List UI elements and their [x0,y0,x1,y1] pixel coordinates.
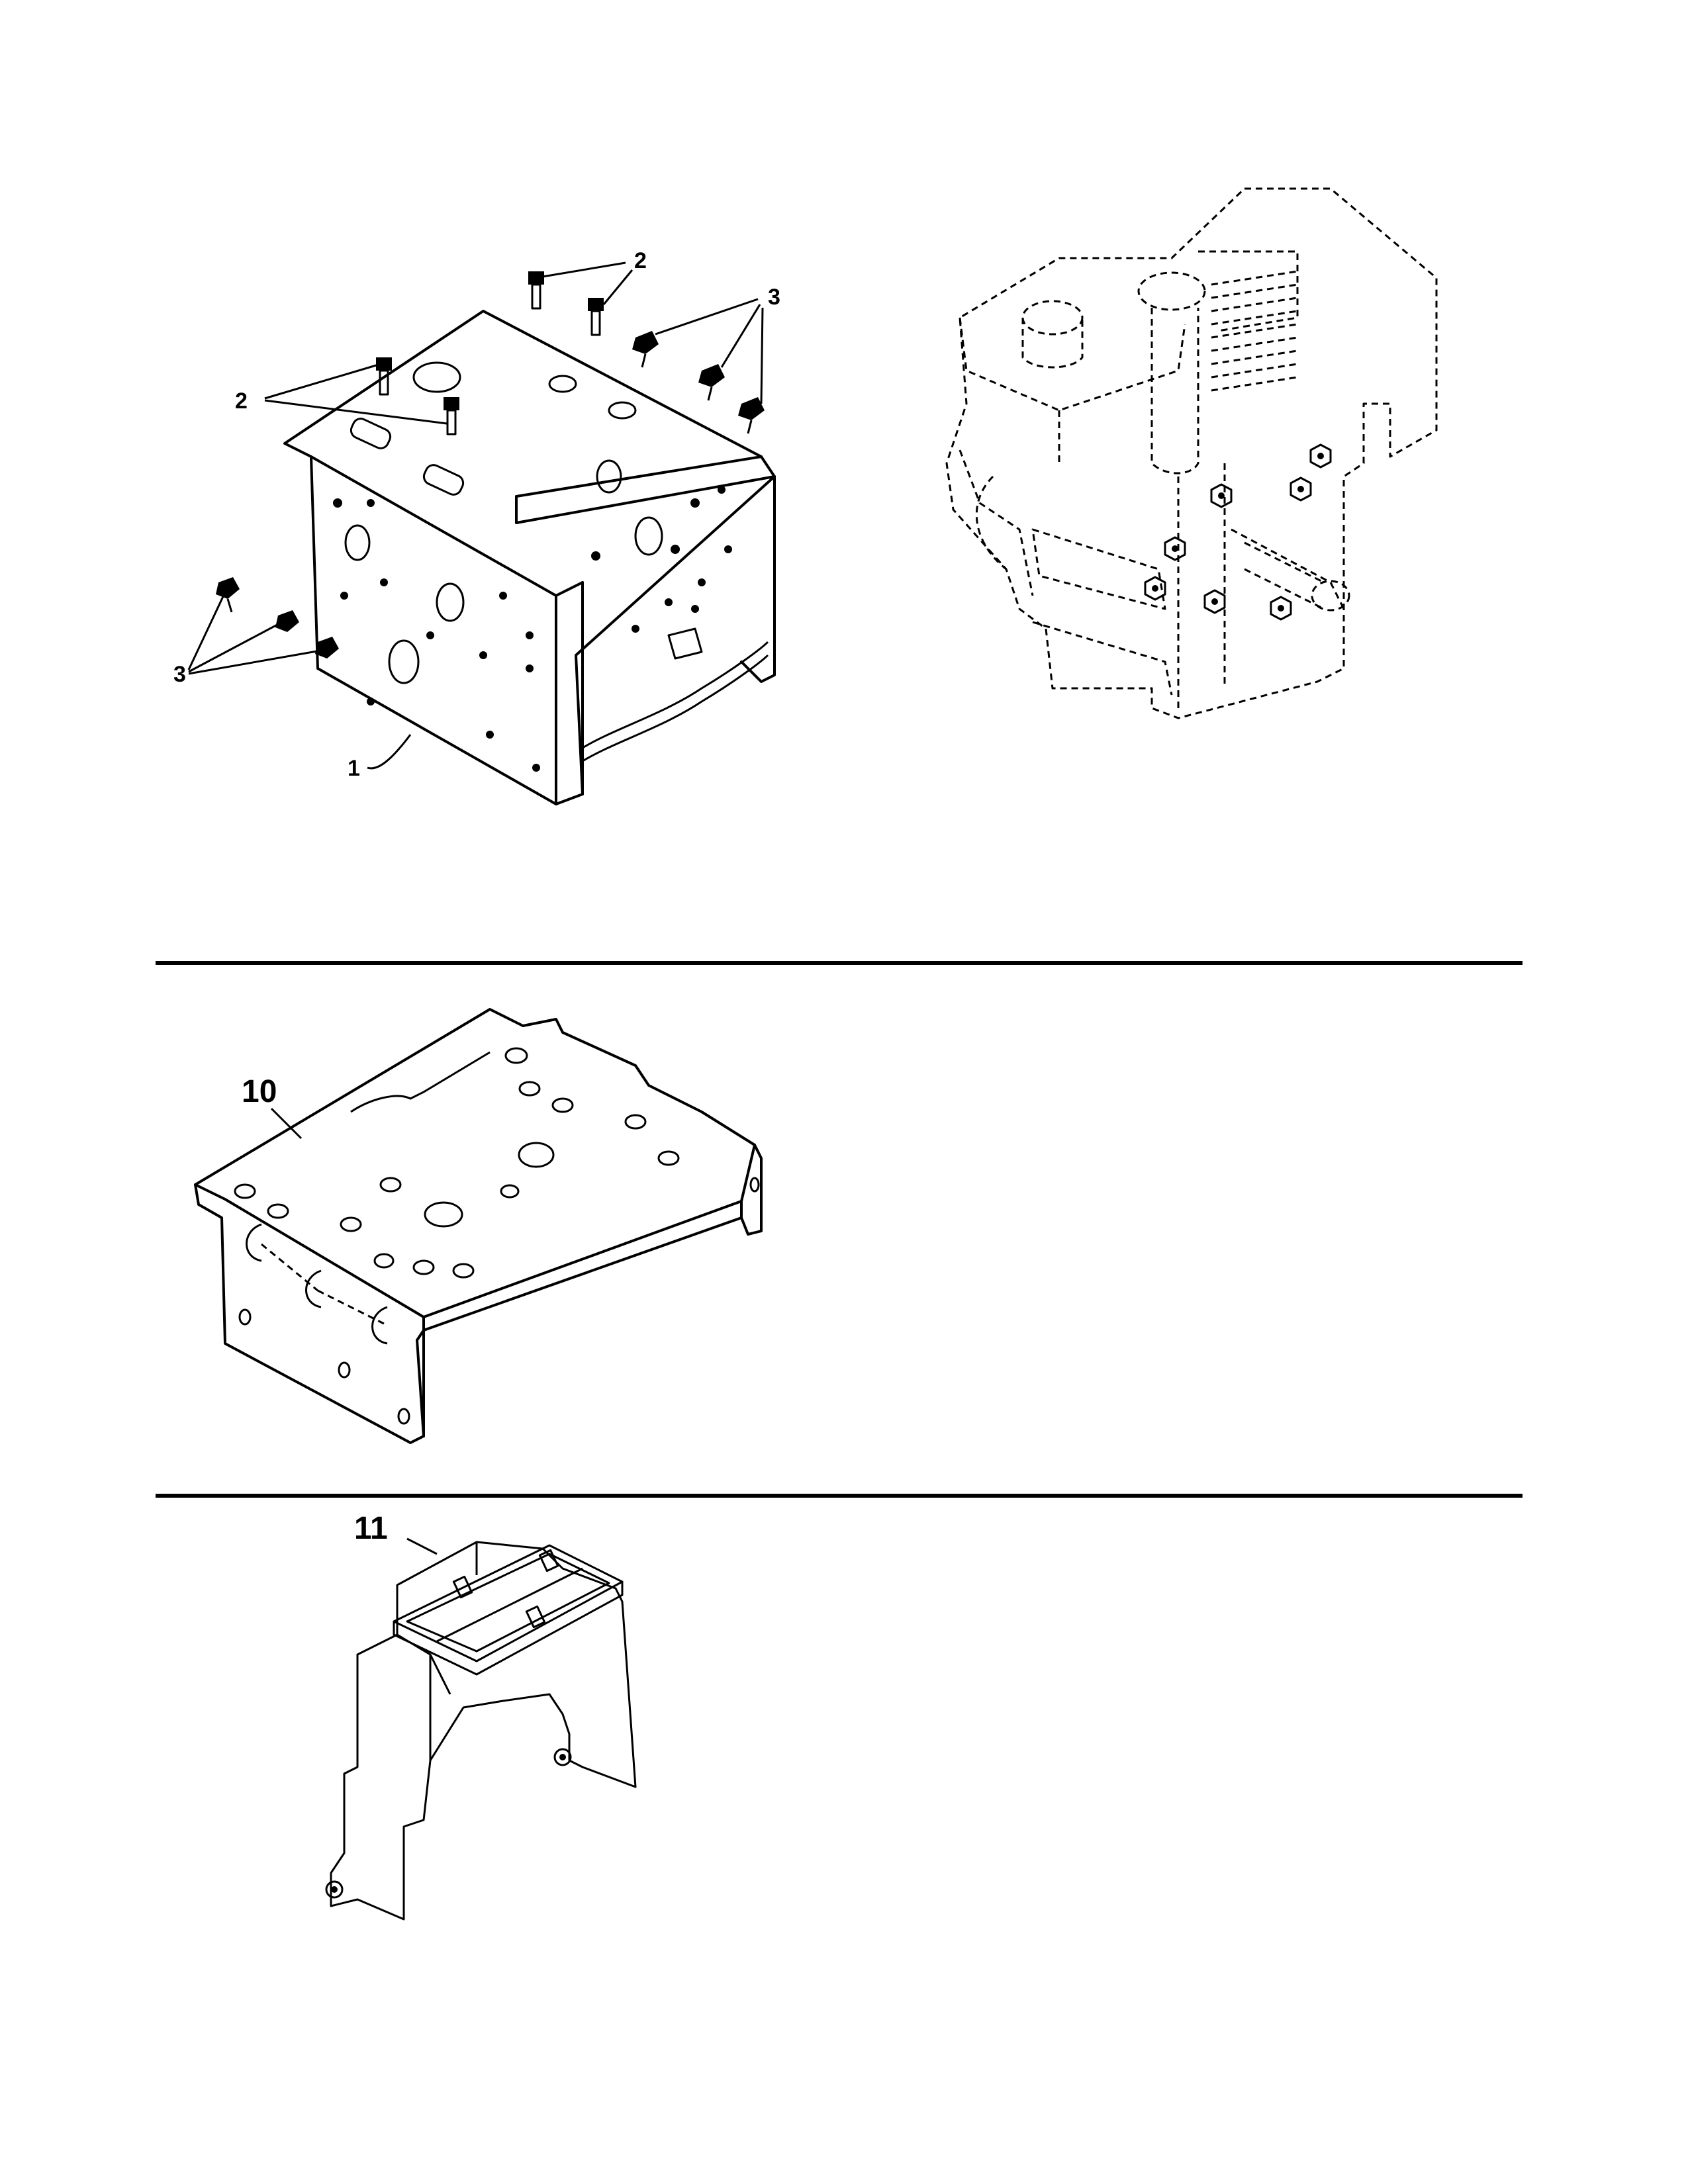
callout-11: 11 [354,1511,388,1546]
callout-3-left: 3 [173,662,186,687]
callout-3-top: 3 [768,285,780,310]
engine-bolts [1144,443,1332,621]
nut-3f [315,637,339,659]
bracket-part-1 [283,310,776,805]
plate-part-10: 10 [194,1008,763,1444]
nut-3c [738,397,765,434]
shroud-part-11: 11 [325,1511,637,1921]
callout-1: 1 [348,756,360,781]
callout-2-top: 2 [634,248,647,273]
bolt-2d [444,397,459,435]
bolt-2b [588,298,604,336]
callout-2-left: 2 [235,388,248,414]
leader-lines-upper [187,261,764,770]
bracket-assembly: 2 2 3 3 1 [173,248,780,805]
nut-3b [698,364,725,401]
nut-3a [632,331,659,368]
nut-3e [275,610,299,632]
callout-10: 10 [242,1074,277,1109]
engine-reference [945,187,1438,719]
nut-3d [216,577,240,613]
bolt-2c [376,357,392,396]
bolt-2a [528,271,544,310]
